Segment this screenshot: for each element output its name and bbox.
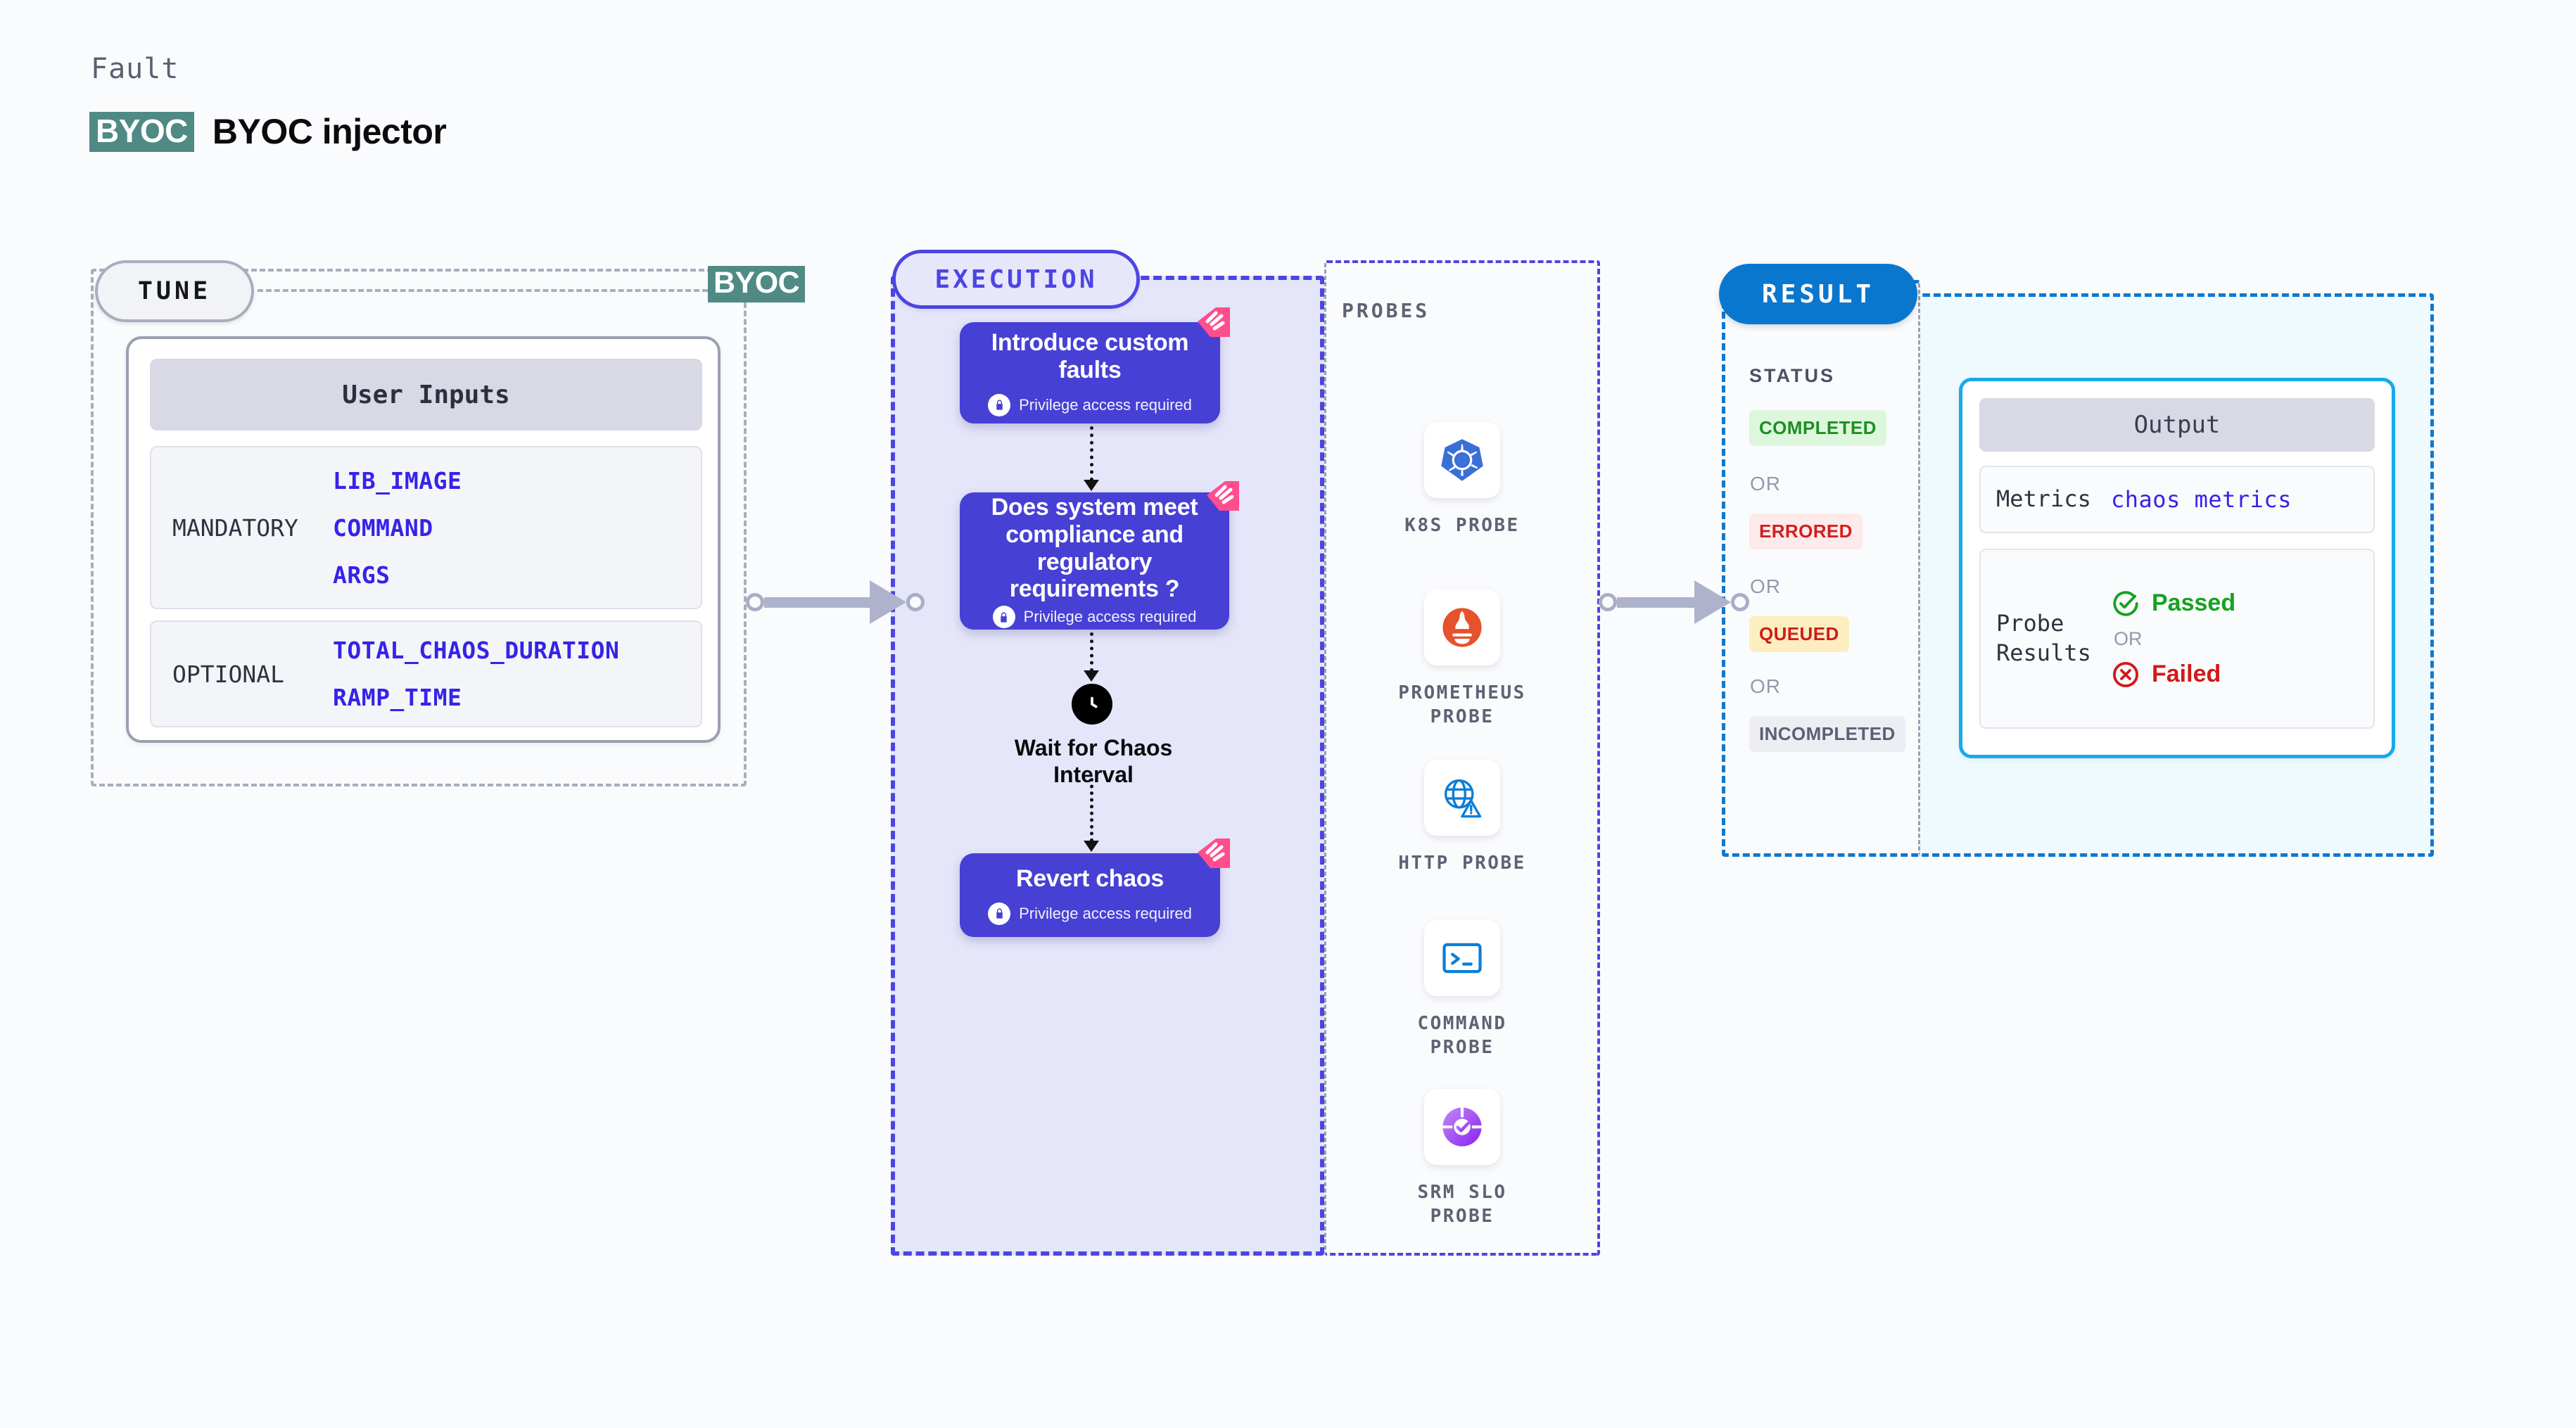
status-or-1: OR (1750, 473, 1781, 495)
step-title: Revert chaos (1016, 865, 1164, 893)
arrow-line (1090, 778, 1093, 842)
status-title: STATUS (1749, 365, 1835, 386)
probe-result-failed: Failed (2111, 660, 2235, 689)
page-eyebrow: Fault (91, 53, 179, 85)
flow-arrow-1 (1083, 426, 1100, 491)
connector-arrow-head (1694, 580, 1731, 624)
user-inputs-title: User Inputs (150, 359, 702, 431)
page-title: BYOC injector (212, 112, 447, 151)
param-ramp-time[interactable]: RAMP_TIME (333, 684, 462, 711)
arrow-line (1090, 632, 1093, 672)
connector-end-node (1731, 593, 1749, 611)
probes-title: PROBES (1342, 299, 1430, 322)
page-title-row: BYOC BYOC injector (89, 111, 447, 152)
step-title: Introduce custom faults (991, 329, 1189, 383)
probe-results-label: Probe Results (1996, 610, 2091, 666)
x-circle-icon (2111, 660, 2140, 689)
srm-slo-icon (1424, 1089, 1500, 1165)
passed-label: Passed (2152, 589, 2236, 616)
execution-step-revert-chaos[interactable]: Revert chaos Privilege access required (960, 853, 1220, 937)
output-card: Output Metrics chaos metrics Probe Resul… (1959, 378, 2395, 758)
status-badge-completed: COMPLETED (1749, 410, 1886, 446)
terminal-icon (1424, 920, 1500, 996)
mandatory-params-group: MANDATORY LIB_IMAGE COMMAND ARGS (150, 446, 702, 609)
connector-execution-to-result (1599, 580, 1749, 624)
probe-result-or: OR (2114, 627, 2143, 649)
privilege-note-text: Privilege access required (1019, 395, 1192, 414)
arrow-head (1084, 841, 1099, 852)
output-probe-results-row: Probe Results Passed OR Failed (1979, 549, 2375, 729)
failed-label: Failed (2152, 661, 2221, 687)
probe-label: K8S PROBE (1404, 515, 1520, 536)
lock-icon (988, 902, 1011, 925)
probe-item-k8s[interactable]: K8S PROBE (1381, 422, 1543, 537)
byoc-edge-badge: BYOC (708, 266, 806, 302)
flow-arrow-2 (1083, 632, 1100, 682)
status-or-3: OR (1750, 675, 1781, 697)
optional-params-group: OPTIONAL TOTAL_CHAOS_DURATION RAMP_TIME (150, 620, 702, 727)
probe-label: COMMAND PROBE (1417, 1013, 1507, 1059)
flow-arrow-3 (1083, 778, 1100, 852)
output-title: Output (1979, 398, 2375, 452)
execution-step-introduce-faults[interactable]: Introduce custom faults Privilege access… (960, 322, 1220, 423)
privilege-note-text: Privilege access required (1019, 904, 1192, 922)
connector-arrow-head (870, 580, 906, 624)
http-globe-icon (1424, 760, 1500, 836)
arrow-head (1084, 670, 1099, 682)
arrow-line (1090, 426, 1093, 481)
metrics-label: Metrics (1996, 485, 2091, 513)
mandatory-label: MANDATORY (172, 514, 298, 542)
connector-bar (764, 597, 870, 608)
user-inputs-card: User Inputs MANDATORY LIB_IMAGE COMMAND … (126, 336, 721, 743)
connector-bar (1617, 597, 1694, 608)
metrics-value[interactable]: chaos metrics (2111, 486, 2292, 513)
tune-top-dashed-line (258, 289, 708, 292)
probe-item-prometheus[interactable]: PROMETHEUS PROBE (1381, 589, 1543, 729)
param-lib-image[interactable]: LIB_IMAGE (333, 466, 462, 495)
status-badge-errored: ERRORED (1749, 514, 1863, 549)
output-metrics-row: Metrics chaos metrics (1979, 466, 2375, 533)
status-badge-queued: QUEUED (1749, 616, 1849, 652)
step-title: Does system meet compliance and regulato… (991, 494, 1198, 603)
connector-tune-to-execution (746, 580, 925, 624)
connector-end-node (906, 593, 925, 611)
connector-start-node (746, 593, 764, 611)
mandatory-values: LIB_IMAGE COMMAND ARGS (333, 467, 462, 589)
privilege-note: Privilege access required (992, 606, 1197, 628)
connector-start-node (1599, 593, 1617, 611)
result-section-pill[interactable]: RESULT (1719, 264, 1917, 324)
probe-item-srm-slo[interactable]: SRM SLO PROBE (1381, 1089, 1543, 1229)
probe-item-http[interactable]: HTTP PROBE (1381, 760, 1543, 875)
byoc-badge: BYOC (89, 111, 194, 152)
probe-item-command[interactable]: COMMAND PROBE (1381, 920, 1543, 1060)
param-total-chaos-duration[interactable]: TOTAL_CHAOS_DURATION (333, 637, 620, 664)
privilege-note: Privilege access required (988, 902, 1192, 925)
execution-step-compliance-check[interactable]: Does system meet compliance and regulato… (960, 492, 1229, 630)
execution-section (891, 276, 1324, 1256)
kubernetes-icon (1424, 422, 1500, 498)
probe-label: PROMETHEUS PROBE (1398, 682, 1526, 728)
lock-icon (988, 393, 1011, 416)
status-or-2: OR (1750, 575, 1781, 597)
probe-results-values: Passed OR Failed (2111, 589, 2235, 689)
clock-icon (1072, 684, 1112, 725)
privilege-note-text: Privilege access required (1023, 608, 1197, 625)
status-badge-incompleted: INCOMPLETED (1749, 716, 1905, 752)
probe-label: HTTP PROBE (1398, 853, 1526, 874)
tune-section-pill[interactable]: TUNE (95, 260, 254, 322)
prometheus-icon (1424, 589, 1500, 665)
probe-label: SRM SLO PROBE (1417, 1182, 1507, 1228)
probe-result-passed: Passed (2111, 589, 2235, 618)
param-command[interactable]: COMMAND (333, 514, 433, 542)
optional-label: OPTIONAL (172, 660, 284, 688)
execution-section-pill[interactable]: EXECUTION (892, 250, 1140, 309)
check-circle-icon (2111, 589, 2140, 618)
lock-icon (992, 606, 1015, 628)
optional-values: TOTAL_CHAOS_DURATION RAMP_TIME (333, 637, 619, 711)
param-args[interactable]: ARGS (333, 561, 391, 589)
privilege-note: Privilege access required (988, 393, 1192, 416)
arrow-head (1084, 480, 1099, 491)
